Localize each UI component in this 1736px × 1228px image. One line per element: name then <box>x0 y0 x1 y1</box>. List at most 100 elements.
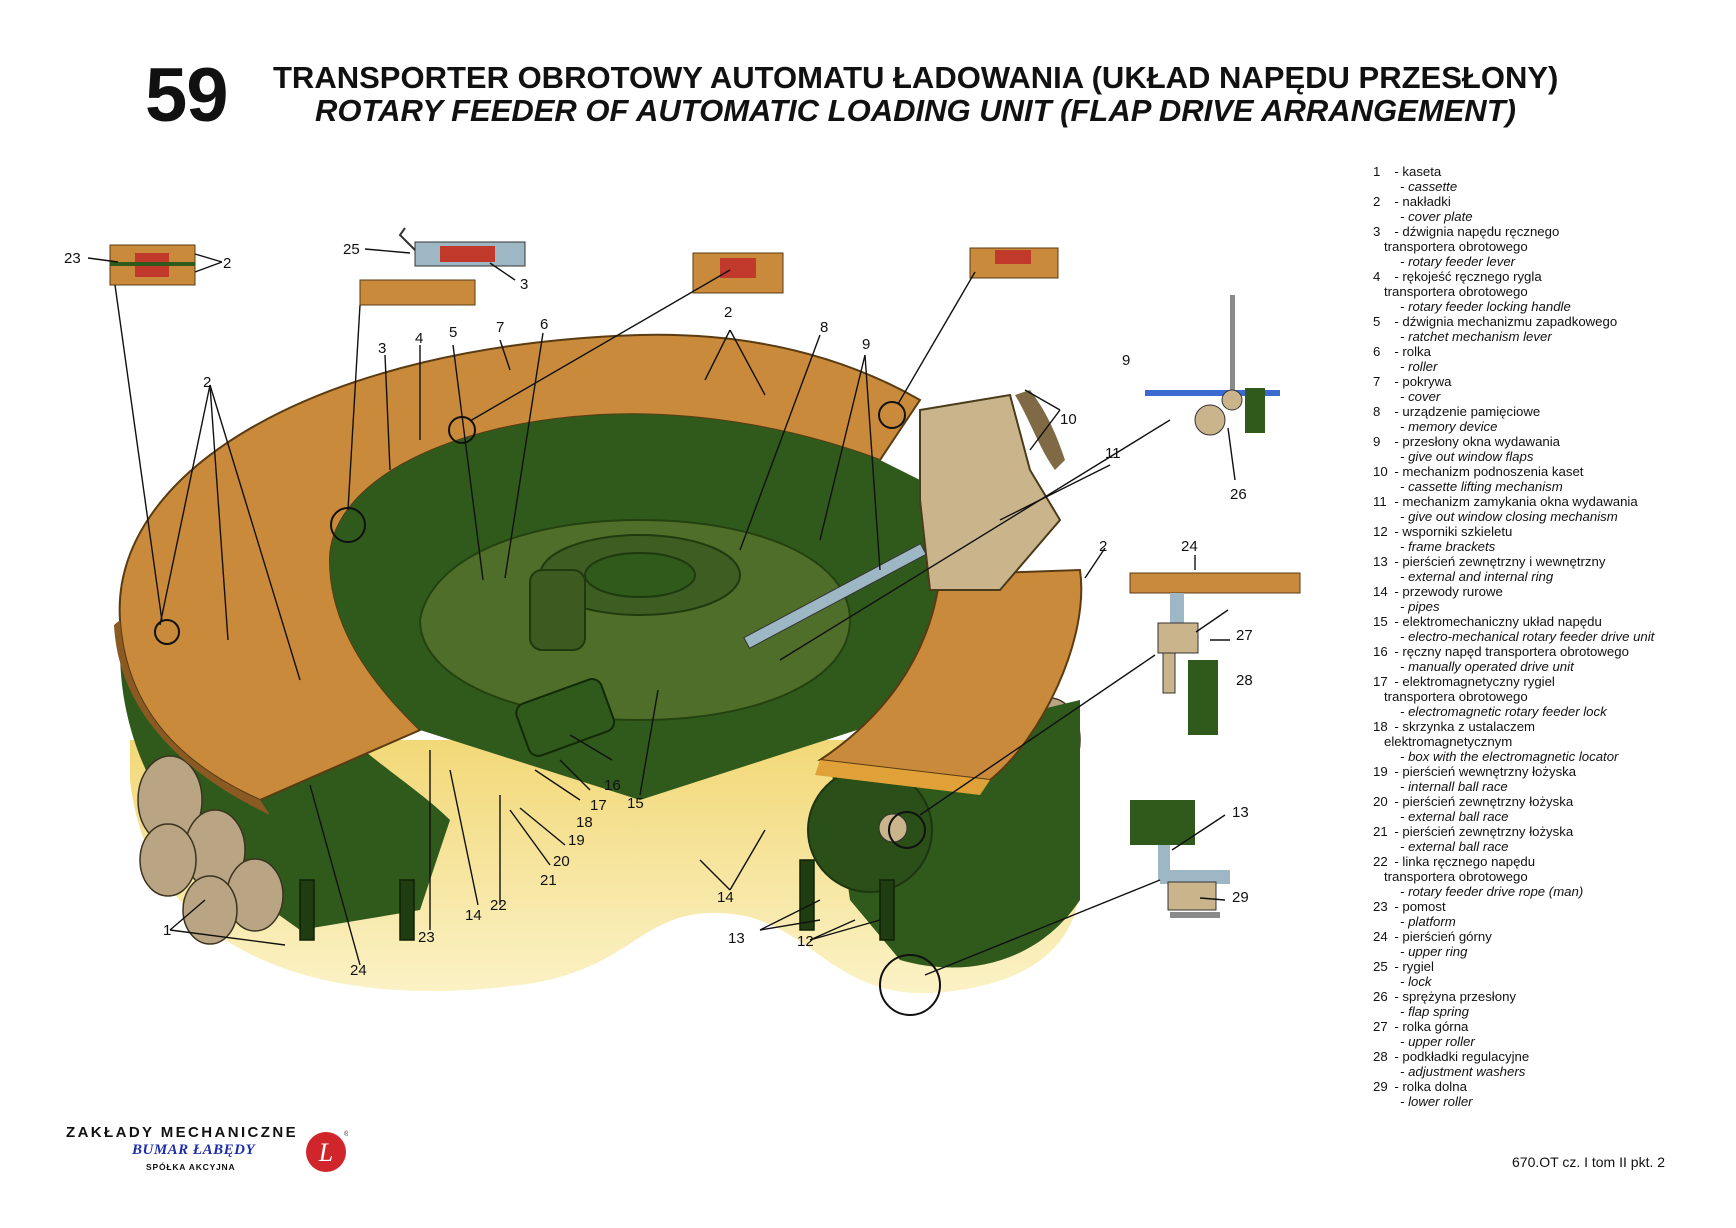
legend-english-label: ratchet mechanism lever <box>1408 329 1552 344</box>
legend-polish-text: elektromechaniczny układ napędu <box>1402 614 1602 629</box>
give-out-mechanism <box>919 393 1062 591</box>
legend-english-text: - external and internal ring <box>1389 569 1554 584</box>
callout-23: 23 <box>418 929 435 946</box>
callout-1: 1 <box>163 922 171 939</box>
legend-item: 10 - mechanizm podnoszenia kaset - casse… <box>1373 464 1713 494</box>
callout-24: 24 <box>350 962 367 979</box>
legend-english-label: upper roller <box>1408 1034 1475 1049</box>
legend-number: 5 <box>1373 314 1381 329</box>
legend-number: 25 <box>1373 959 1388 974</box>
legend-item: 13 - pierścień zewnętrzny i wewnętrzny -… <box>1373 554 1713 584</box>
legend-number: 1 <box>1373 164 1381 179</box>
logo-mark-icon: L ® <box>306 1130 348 1172</box>
legend-polish-label: 16 - ręczny napęd transportera obrotoweg… <box>1373 644 1629 659</box>
legend-number: 13 <box>1373 554 1388 569</box>
logo-company-type: SPÓŁKA AKCYJNA <box>146 1162 236 1172</box>
legend-polish-label: 29 - rolka dolna <box>1373 1079 1467 1094</box>
legend-item: 4 - rękojeść ręcznego rygla transportera… <box>1373 269 1713 314</box>
detail-inset-13-29 <box>1130 800 1230 918</box>
legend-item: 3 - dźwignia napędu ręcznego transporter… <box>1373 224 1713 269</box>
detail-inset-25 <box>359 227 526 306</box>
legend-polish-label: 7 - pokrywa <box>1373 374 1452 389</box>
legend-polish-label: 18 - skrzynka z ustalaczem elektromagnet… <box>1373 719 1536 749</box>
legend-polish-label: 23 - pomost <box>1373 899 1446 914</box>
legend-number: 16 <box>1373 644 1388 659</box>
legend-number: 8 <box>1373 404 1381 419</box>
legend-english-label: cassette lifting mechanism <box>1408 479 1563 494</box>
legend-polish-text: przewody rurowe <box>1402 584 1503 599</box>
legend-english-label: external and internal ring <box>1408 569 1554 584</box>
legend-polish-text: pokrywa <box>1402 374 1452 389</box>
flap-frame <box>1015 390 1065 470</box>
legend-english-label: cover <box>1408 389 1441 404</box>
callout-20: 20 <box>553 853 570 870</box>
legend-number: 18 <box>1373 719 1388 734</box>
callout-21: 21 <box>540 872 557 889</box>
callout-3: 3 <box>378 340 386 357</box>
legend-english-text: - electromagnetic rotary feeder lock <box>1389 704 1607 719</box>
legend-number: 29 <box>1373 1079 1388 1094</box>
legend-english-text: - rotary feeder locking handle <box>1389 299 1571 314</box>
legend-polish-text: pierścień górny <box>1402 929 1492 944</box>
detail-inset-2a <box>692 252 784 294</box>
callout-23: 23 <box>64 250 81 267</box>
legend-english-text: - flap spring <box>1389 1004 1469 1019</box>
callout-25: 25 <box>343 241 360 258</box>
callout-2: 2 <box>203 374 211 391</box>
legend-polish-text: przesłony okna wydawania <box>1402 434 1560 449</box>
legend-polish-label: 1 - kaseta <box>1373 164 1442 179</box>
legend-english-label: electro-mechanical rotary feeder drive u… <box>1408 629 1655 644</box>
legend-polish-text: rolka dolna <box>1402 1079 1467 1094</box>
legend-polish-text: pomost <box>1402 899 1446 914</box>
detail-inset-23 <box>109 244 196 286</box>
legend-polish-text: linka ręcznego napędu transportera obrot… <box>1383 854 1536 884</box>
logo-company-name: ZAKŁADY MECHANICZNE <box>66 1124 298 1141</box>
legend-polish-text: mechanizm podnoszenia kaset <box>1402 464 1584 479</box>
legend-number: 11 <box>1373 494 1387 509</box>
legend-item: 2 - nakładki - cover plate <box>1373 194 1713 224</box>
callout-19: 19 <box>568 832 585 849</box>
callout-2: 2 <box>223 255 231 272</box>
callout-2: 2 <box>724 304 732 321</box>
legend-item: 22 - linka ręcznego napędu transportera … <box>1373 854 1713 899</box>
legend-english-label: adjustment washers <box>1408 1064 1526 1079</box>
legend-number: 6 <box>1373 344 1381 359</box>
legend-item: 28 - podkładki regulacyjne - adjustment … <box>1373 1049 1713 1079</box>
legend-english-label: platform <box>1408 914 1456 929</box>
leader-lines <box>87 248 1236 976</box>
legend-item: 8 - urządzenie pamięciowe - memory devic… <box>1373 404 1713 434</box>
callout-9: 9 <box>862 336 870 353</box>
detail-inset-2b <box>969 247 1059 279</box>
legend-english-text: - external ball race <box>1389 839 1509 854</box>
callout-10: 10 <box>1060 411 1077 428</box>
callout-12: 12 <box>797 933 814 950</box>
legend-english-label: rotary feeder locking handle <box>1408 299 1571 314</box>
legend-english-label: lower roller <box>1408 1094 1473 1109</box>
callout-27: 27 <box>1236 627 1253 644</box>
company-logo: ZAKŁADY MECHANICZNE BUMAR ŁABĘDY SPÓŁKA … <box>66 1124 366 1182</box>
drive-gearbox <box>515 678 616 757</box>
legend-item: 17 - elektromagnetyczny rygiel transport… <box>1373 674 1713 719</box>
legend-english-label: frame brackets <box>1408 539 1496 554</box>
legend-english-text: - internall ball race <box>1389 779 1508 794</box>
callout-14: 14 <box>717 889 734 906</box>
callout-6: 6 <box>540 316 548 333</box>
legend-polish-label: 10 - mechanizm podnoszenia kaset <box>1373 464 1584 479</box>
legend-item: 18 - skrzynka z ustalaczem elektromagnet… <box>1373 719 1713 764</box>
legend-english-text: - memory device <box>1389 419 1498 434</box>
legend-number: 17 <box>1373 674 1388 689</box>
legend-english-label: pipes <box>1408 599 1440 614</box>
legend-polish-label: 2 - nakładki <box>1373 194 1451 209</box>
legend-english-text: - upper roller <box>1389 1034 1475 1049</box>
legend-polish-text: pierścień zewnętrzny łożyska <box>1402 794 1574 809</box>
callout-3: 3 <box>520 276 528 293</box>
legend-english-text: - box with the electromagnetic locator <box>1389 749 1619 764</box>
legend-number: 20 <box>1373 794 1388 809</box>
legend-polish-text: pierścień wewnętrzny łożyska <box>1402 764 1577 779</box>
legend-polish-text: rękojeść ręcznego rygla transportera obr… <box>1383 269 1542 299</box>
legend-polish-label: 11 - mechanizm zamykania okna wydawania <box>1373 494 1638 509</box>
legend-english-label: upper ring <box>1408 944 1468 959</box>
legend-english-label: roller <box>1408 359 1438 374</box>
legend-number: 27 <box>1373 1019 1388 1034</box>
legend-number: 9 <box>1373 434 1381 449</box>
